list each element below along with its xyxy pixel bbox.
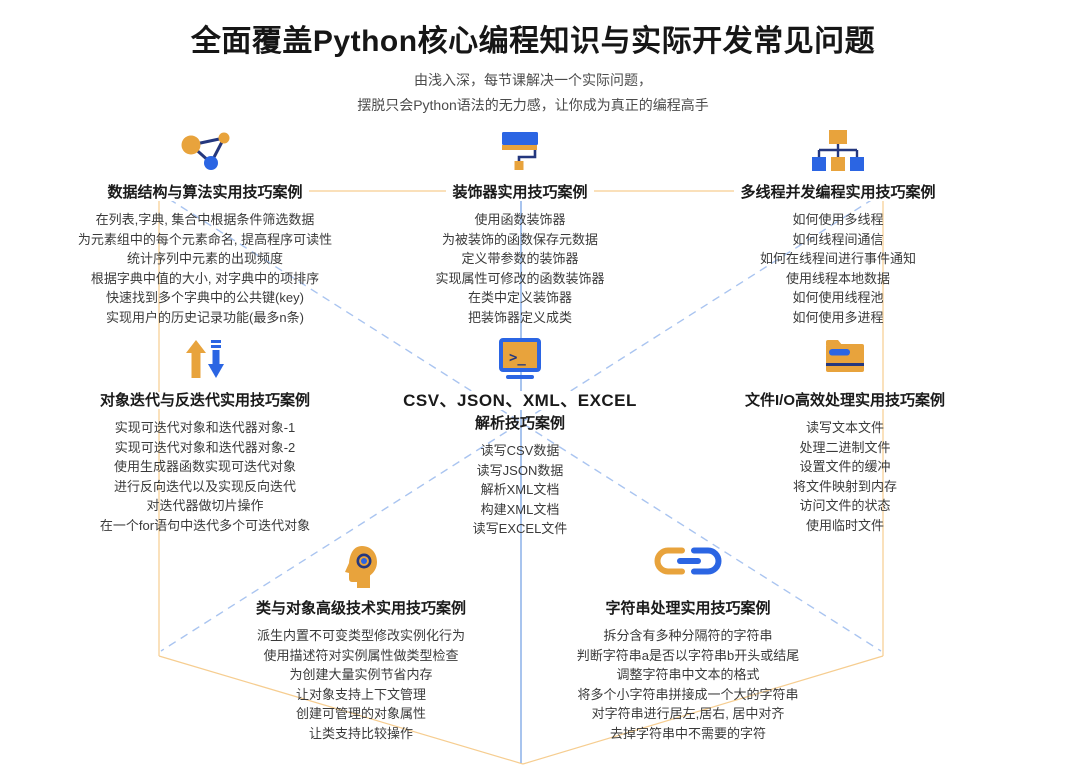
list-item: 根据字典中值的大小, 对字典中的项排序 (90, 270, 320, 286)
list-item: 判断字符串a是否以字符串b开头或结尾 (576, 647, 800, 663)
paint-roller-icon (360, 130, 680, 178)
list-item: 使用线程本地数据 (785, 270, 890, 286)
list-item: 为创建大量实例节省内存 (289, 667, 433, 682)
list-item: 统计序列中元素的出现频度 (126, 251, 283, 266)
list-item: 调整字符串中文本的格式 (616, 667, 760, 682)
list-item: 访问文件的状态 (799, 498, 891, 513)
list-item: 使用生成器函数实现可迭代对象 (113, 459, 296, 474)
section-title: 文件I/O高效处理实用技巧案例 (685, 392, 1005, 410)
list-item: 读写CSV数据 (480, 443, 560, 458)
list-item: 实现属性可修改的函数装饰器 (435, 270, 605, 286)
list-item: 将文件映射到内存 (792, 478, 897, 494)
list-item: 实现用户的历史记录功能(最多n条) (106, 309, 304, 325)
list-item: 在列表,字典, 集合中根据条件筛选数据 (95, 212, 315, 227)
orange-right-diagonal-line (522, 655, 884, 765)
section-title: 类与对象高级技术实用技巧案例 (201, 600, 521, 618)
list-item: 为元素组中的每个元素命名, 提高程序可读性 (77, 231, 333, 247)
list-item: 实现可迭代对象和迭代器对象-1 (114, 420, 296, 435)
list-item: 在类中定义装饰器 (467, 290, 572, 305)
section-classes-objects: 类与对象高级技术实用技巧案例 派生内置不可变类型修改实例化行为 使用描述符对实例… (201, 546, 521, 743)
section-title: 对象迭代与反迭代实用技巧案例 (45, 392, 365, 410)
list-item: 实现可迭代对象和迭代器对象-2 (114, 439, 296, 455)
list-item: 进行反向迭代以及实现反向迭代 (113, 478, 296, 494)
section-title: CSV、JSON、XML、EXCEL (360, 391, 680, 410)
list-item: 快速找到多个字典中的公共键(key) (106, 290, 304, 305)
graph-icon (45, 130, 365, 178)
list-item: 对字符串进行居左,居右, 居中对齐 (591, 706, 785, 721)
section-title: 字符串处理实用技巧案例 (528, 600, 848, 618)
list-item: 如何在线程间进行事件通知 (759, 251, 916, 266)
folder-icon (685, 338, 1005, 386)
chain-link-icon (528, 546, 848, 594)
section-multithreading: 多线程并发编程实用技巧案例 如何使用多线程 如何线程间通信 如何在线程间进行事件… (678, 130, 998, 327)
section-item-list: 如何使用多线程 如何线程间通信 如何在线程间进行事件通知 使用线程本地数据 如何… (678, 210, 998, 327)
list-item: 让类支持比较操作 (308, 725, 413, 741)
section-iteration: 对象迭代与反迭代实用技巧案例 实现可迭代对象和迭代器对象-1 实现可迭代对象和迭… (45, 338, 365, 535)
page-title: 全面覆盖Python核心编程知识与实际开发常见问题 (190, 25, 876, 58)
list-item: 如何使用多线程 (792, 212, 884, 227)
section-data-structures: 数据结构与算法实用技巧案例 在列表,字典, 集合中根据条件筛选数据 为元素组中的… (45, 130, 365, 327)
list-item: 如何使用线程池 (792, 290, 884, 305)
section-subtitle: 解析技巧案例 (474, 415, 565, 432)
list-item: 处理二进制文件 (799, 439, 891, 455)
page-subtitle-line2: 摆脱只会Python语法的无力感，让你成为真正的编程高手 (357, 97, 709, 113)
page-subtitle-line1: 由浅入深，每节课解决一个实际问题， (414, 72, 652, 88)
list-item: 使用临时文件 (805, 517, 884, 533)
section-title: 装饰器实用技巧案例 (360, 184, 680, 202)
section-item-list: 派生内置不可变类型修改实例化行为 使用描述符对实例属性做类型检查 为创建大量实例… (201, 626, 521, 743)
list-item: 读写EXCEL文件 (472, 521, 568, 536)
org-tree-icon (678, 130, 998, 178)
list-item: 创建可管理的对象属性 (295, 706, 426, 721)
list-item: 解析XML文档 (480, 482, 560, 497)
list-item: 让对象支持上下文管理 (295, 686, 426, 702)
dashed-diagonal-right-to-left (160, 198, 874, 652)
list-item: 使用描述符对实例属性做类型检查 (263, 647, 459, 663)
list-item: 去掉字符串中不需要的字符 (609, 725, 766, 741)
list-item: 把装饰器定义成类 (467, 309, 572, 325)
section-title: 多线程并发编程实用技巧案例 (678, 184, 998, 202)
list-item: 读写文本文件 (805, 420, 884, 435)
section-item-list: 使用函数装饰器 为被装饰的函数保存元数据 定义带参数的装饰器 实现属性可修改的函… (360, 210, 680, 327)
list-item: 将多个小字符串拼接成一个大的字符串 (577, 686, 799, 702)
section-file-io: 文件I/O高效处理实用技巧案例 读写文本文件 处理二进制文件 设置文件的缓冲 将… (685, 338, 1005, 535)
list-item: 如何使用多进程 (792, 309, 884, 325)
list-item: 如何线程间通信 (792, 231, 884, 247)
section-item-list: 在列表,字典, 集合中根据条件筛选数据 为元素组中的每个元素命名, 提高程序可读… (45, 210, 365, 327)
up-down-arrows-icon (45, 338, 365, 386)
section-item-list: 读写CSV数据 读写JSON数据 解析XML文档 构建XML文档 读写EXCEL… (360, 441, 680, 539)
list-item: 在一个for语句中迭代多个可迭代对象 (99, 517, 311, 533)
section-decorators: 装饰器实用技巧案例 使用函数装饰器 为被装饰的函数保存元数据 定义带参数的装饰器… (360, 130, 680, 327)
section-item-list: 拆分含有多种分隔符的字符串 判断字符串a是否以字符串b开头或结尾 调整字符串中文… (528, 626, 848, 743)
section-parsing: >_ CSV、JSON、XML、EXCEL 解析技巧案例 读写CSV数据 读写J… (360, 338, 680, 539)
orange-left-diagonal-line (158, 655, 524, 765)
section-title: 数据结构与算法实用技巧案例 (45, 184, 365, 202)
head-mind-icon (201, 546, 521, 594)
list-item: 对迭代器做切片操作 (146, 498, 264, 513)
section-item-list: 实现可迭代对象和迭代器对象-1 实现可迭代对象和迭代器对象-2 使用生成器函数实… (45, 418, 365, 535)
list-item: 构建XML文档 (480, 501, 560, 517)
list-item: 为被装饰的函数保存元数据 (441, 231, 598, 247)
terminal-icon: >_ (360, 338, 680, 386)
list-item: 设置文件的缓冲 (799, 459, 891, 474)
svg-text:>_: >_ (509, 350, 526, 366)
list-item: 定义带参数的装饰器 (461, 251, 579, 266)
section-item-list: 读写文本文件 处理二进制文件 设置文件的缓冲 将文件映射到内存 访问文件的状态 … (685, 418, 1005, 535)
list-item: 使用函数装饰器 (474, 212, 566, 227)
list-item: 读写JSON数据 (476, 462, 564, 478)
list-item: 派生内置不可变类型修改实例化行为 (256, 628, 465, 643)
dashed-diagonal-left-to-right (168, 198, 882, 652)
list-item: 拆分含有多种分隔符的字符串 (603, 628, 773, 643)
section-strings: 字符串处理实用技巧案例 拆分含有多种分隔符的字符串 判断字符串a是否以字符串b开… (528, 546, 848, 743)
